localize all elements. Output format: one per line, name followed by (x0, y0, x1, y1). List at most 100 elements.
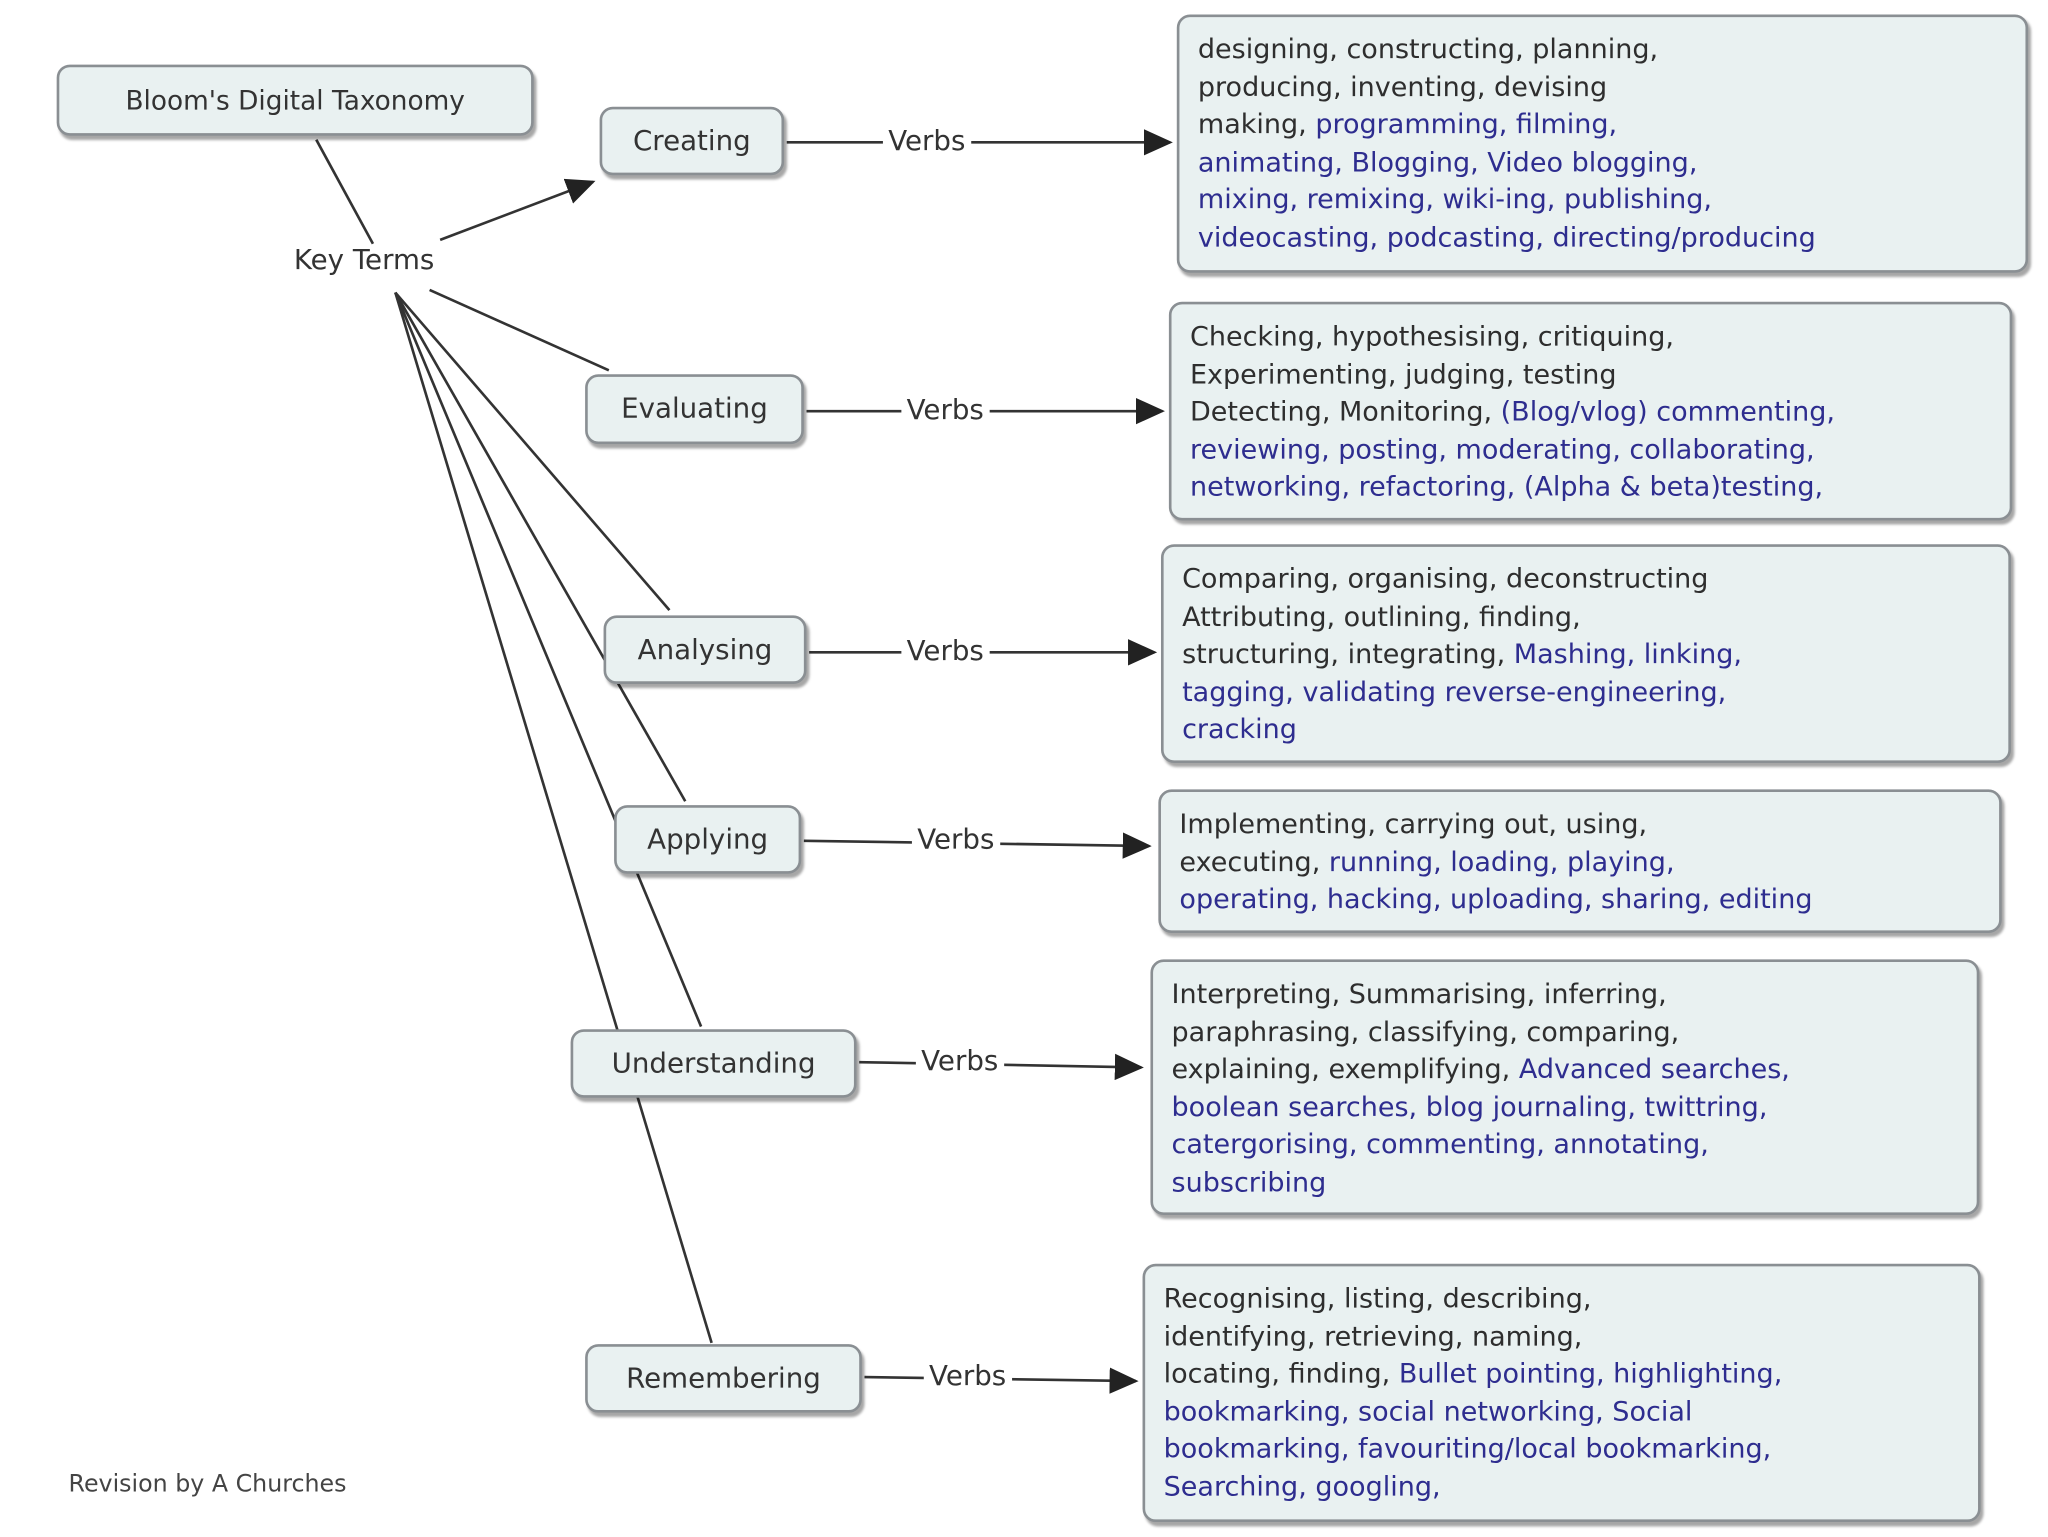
digital-verb-text: boolean searches, blog journaling, twitt… (1171, 1090, 1768, 1123)
verb-line: catergorising, commenting, annotating, (1172, 1125, 1959, 1163)
verb-line: Comparing, organising, deconstructing (1182, 560, 1990, 598)
verb-line: cracking (1182, 710, 1990, 748)
verb-line: structuring, integrating, Mashing, linki… (1182, 635, 1990, 673)
digital-verb-text: bookmarking, social networking, Social (1163, 1394, 1693, 1427)
verbs-box-evaluating: Checking, hypothesising, critiquing, Expe… (1168, 301, 2013, 521)
digital-verb-text: (Blog/vlog) commenting, (1500, 395, 1836, 427)
digital-verb-text: programming, filming, (1315, 108, 1618, 140)
traditional-verb-text: Recognising, listing, describing, (1163, 1282, 1592, 1314)
verb-line: explaining, exemplifying, Advanced searc… (1172, 1050, 1959, 1088)
level-label: Remembering (626, 1361, 821, 1394)
traditional-verb-text: Implementing, carrying out, using, (1179, 807, 1648, 840)
traditional-verb-text: Checking, hypothesising, critiquing, (1189, 320, 1674, 352)
level-label: Understanding (611, 1046, 816, 1079)
digital-verb-text: Mashing, linking, (1513, 637, 1742, 670)
verb-line: producing, inventing, devising (1198, 68, 2007, 106)
verb-line: Implementing, carrying out, using, (1179, 805, 1980, 843)
title-to-key-terms-line (315, 139, 375, 245)
verb-line: boolean searches, blog journaling, twitt… (1172, 1088, 1959, 1126)
traditional-verb-text: Comparing, organising, deconstructing (1182, 562, 1709, 595)
level-node-analysing: Analysing (603, 615, 807, 684)
verb-line: subscribing (1172, 1163, 1959, 1201)
traditional-verb-text: identifying, retrieving, naming, (1163, 1319, 1583, 1352)
verb-line: bookmarking, social networking, Social (1164, 1392, 1960, 1430)
traditional-verb-text: Attributing, outlining, finding, (1182, 600, 1581, 632)
verb-line: networking, refactoring, (Alpha & beta)t… (1190, 468, 1991, 506)
verbs-label-creating: Verbs (882, 127, 971, 156)
level-node-understanding: Understanding (570, 1029, 857, 1098)
verbs-label-analysing: Verbs (901, 637, 990, 666)
digital-verb-text: animating, Blogging, Video blogging, (1197, 145, 1698, 178)
verbs-box-creating: designing, constructing, planning,produc… (1176, 14, 2029, 273)
verb-line: Searching, googling, (1164, 1467, 1960, 1505)
digital-verb-text: Bullet pointing, highlighting, (1398, 1357, 1783, 1389)
key-terms-to-applying-line (394, 291, 687, 802)
traditional-verb-text: locating, finding, (1163, 1357, 1399, 1389)
digital-verb-text: operating, hacking, uploading, sharing, … (1179, 882, 1813, 915)
level-label: Creating (632, 124, 751, 157)
digital-verb-text: catergorising, commenting, annotating, (1171, 1128, 1709, 1160)
digital-verb-text: Searching, googling, (1163, 1470, 1441, 1502)
verb-line: tagging, validating reverse-engineering, (1182, 673, 1990, 711)
verb-line: identifying, retrieving, naming, (1164, 1317, 1960, 1355)
digital-verb-text: mixing, remixing, wiki-ing, publishing, (1197, 183, 1712, 215)
traditional-verb-text: Experimenting, judging, testing (1189, 357, 1617, 390)
digital-verb-text: cracking (1182, 712, 1297, 745)
traditional-verb-text: Interpreting, Summarising, inferring, (1171, 977, 1667, 1010)
key-terms-to-analysing-line (394, 291, 671, 612)
verb-line: making, programming, filming, (1198, 105, 2007, 143)
level-node-creating: Creating (599, 106, 785, 176)
traditional-verb-text: making, (1197, 108, 1316, 140)
verb-line: reviewing, posting, moderating, collabor… (1190, 430, 1991, 468)
level-label: Applying (647, 822, 769, 855)
traditional-verb-text: paraphrasing, classifying, comparing, (1171, 1015, 1680, 1047)
verb-line: bookmarking, favouriting/local bookmarki… (1164, 1430, 1960, 1468)
verb-line: operating, hacking, uploading, sharing, … (1179, 880, 1980, 918)
level-node-applying: Applying (614, 805, 802, 874)
credit-text: Revision by A Churches (68, 1470, 347, 1499)
verbs-label-evaluating: Verbs (901, 396, 990, 425)
digital-verb-text: networking, refactoring, (Alpha & beta)t… (1189, 470, 1824, 503)
verbs-box-remembering: Recognising, listing, describing, identif… (1142, 1263, 1981, 1523)
key-terms-label: Key Terms (289, 246, 439, 275)
verb-line: Detecting, Monitoring, (Blog/vlog) comme… (1190, 393, 1991, 431)
level-node-evaluating: Evaluating (585, 374, 804, 445)
verbs-label-remembering: Verbs (923, 1362, 1012, 1391)
key-terms-to-understanding-line (394, 292, 703, 1028)
verb-line: animating, Blogging, Video blogging, (1198, 143, 2007, 181)
verb-line: locating, finding, Bullet pointing, high… (1164, 1355, 1960, 1393)
verb-line: executing, running, loading, playing, (1179, 843, 1980, 881)
level-label: Evaluating (621, 392, 768, 425)
digital-verb-text: Advanced searches, (1518, 1052, 1790, 1085)
verb-line: videocasting, podcasting, directing/prod… (1198, 218, 2007, 256)
level-label: Analysing (637, 633, 773, 665)
key-terms-to-remembering-line (394, 292, 713, 1344)
traditional-verb-text: structuring, integrating, (1182, 637, 1514, 670)
title-text: Bloom's Digital Taxonomy (125, 84, 465, 116)
digital-verb-text: bookmarking, favouriting/local bookmarki… (1163, 1432, 1772, 1465)
verb-line: mixing, remixing, wiki-ing, publishing, (1198, 181, 2007, 219)
verbs-label-applying: Verbs (911, 826, 1000, 854)
digital-verb-text: subscribing (1171, 1165, 1327, 1198)
key-terms-to-creating-arrow (439, 178, 596, 242)
level-node-remembering: Remembering (585, 1344, 862, 1413)
verb-line: Experimenting, judging, testing (1190, 355, 1991, 393)
verb-line: designing, constructing, planning, (1198, 30, 2007, 68)
digital-verb-text: reviewing, posting, moderating, collabor… (1189, 432, 1815, 465)
traditional-verb-text: Detecting, Monitoring, (1189, 395, 1501, 427)
verb-line: Recognising, listing, describing, (1164, 1280, 1960, 1318)
verb-line: Interpreting, Summarising, inferring, (1172, 975, 1959, 1013)
verbs-box-applying: Implementing, carrying out, using,execut… (1158, 789, 2002, 934)
traditional-verb-text: explaining, exemplifying, (1171, 1052, 1519, 1085)
verbs-label-understanding: Verbs (915, 1047, 1004, 1076)
traditional-verb-text: executing, (1179, 845, 1329, 877)
digital-verb-text: videocasting, podcasting, directing/prod… (1197, 220, 1816, 253)
title-node: Bloom's Digital Taxonomy (56, 64, 534, 136)
digital-verb-text: tagging, validating reverse-engineering, (1182, 675, 1727, 707)
digital-verb-text: running, loading, playing, (1328, 845, 1675, 877)
verb-line: Attributing, outlining, finding, (1182, 598, 1990, 636)
verbs-box-understanding: Interpreting, Summarising, inferring, par… (1150, 959, 1980, 1216)
verb-line: paraphrasing, classifying, comparing, (1172, 1013, 1959, 1051)
